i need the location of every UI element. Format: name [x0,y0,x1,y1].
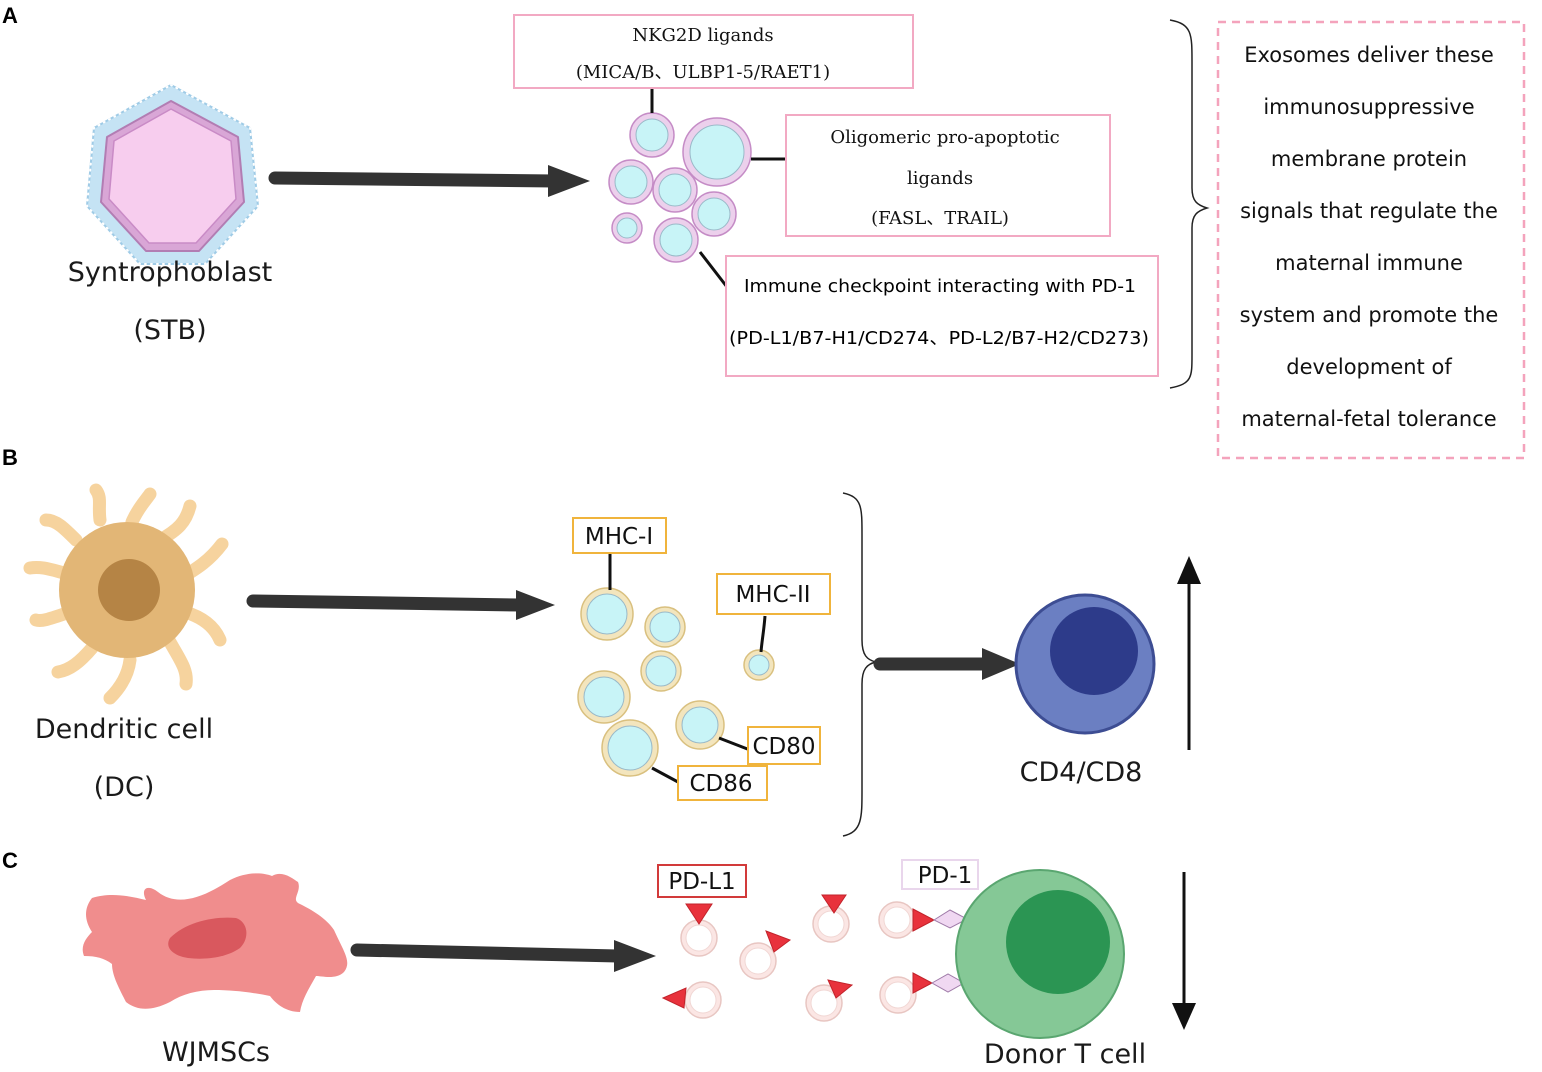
summary-line-8: maternal-fetal tolerance [1241,407,1496,431]
arrow-head-b [516,590,555,620]
exosome-vesicle [805,984,843,1022]
stb-name-label: Syntrophoblast [68,257,272,288]
pdl1-label: PD-L1 [668,869,735,895]
exosome-vesicle [812,905,850,943]
cd86-label-box: CD86 [677,765,768,801]
brace-b [842,492,877,837]
arrow-head-a [548,165,590,197]
mhc2-label-box: MHC-II [716,573,831,615]
dendritic-cell-icon [23,483,229,705]
cd80-label: CD80 [752,734,815,760]
nkg2d-detail: (MICA/B、ULBP1-5/RAET1) [576,62,830,83]
cd4-cd8-label: CD4/CD8 [1020,757,1143,788]
arrow-stb-to-exosomes [268,171,562,188]
syntrophoblast-cell-icon [85,83,260,265]
exosome-vesicle [878,901,916,939]
connector-cd86 [651,766,679,784]
pd-l1-ligands [661,894,936,1009]
summary-line-6: system and promote the [1240,303,1499,327]
pd-l1-triangle-icon [821,894,847,914]
connector-checkpoint [698,251,729,288]
exosome-cluster-b [577,587,775,777]
arrow-wjmsc-to-exosomes [350,943,625,963]
nkg2d-title: NKG2D ligands [632,25,773,46]
stb-abbr-label: (STB) [133,315,206,346]
exosome-vesicle [611,212,643,244]
mhc1-label-box: MHC-I [572,517,667,554]
summary-line-7: development of [1286,355,1452,379]
pd-l1-triangle-icon [912,908,936,932]
panel-a: A Syntrophoblast (STB) NKG2D ligands [2,3,1526,460]
apoptotic-title-2: ligands [907,168,973,189]
pdl1-label-box: PD-L1 [657,864,747,898]
exosome-vesicle [577,670,631,724]
brace-a [1169,19,1210,389]
summary-line-2: immunosuppressive [1263,95,1474,119]
exosome-vesicle [653,217,699,263]
panel-c: C WJMSCs [2,848,1196,1070]
exosome-cluster-a [608,112,752,263]
exosome-vesicle [652,167,698,213]
panel-b-letter: B [2,445,18,470]
summary-box: Exosomes deliver these immunosuppressive… [1216,20,1526,460]
nkg2d-ligands-box: NKG2D ligands (MICA/B、ULBP1-5/RAET1) [513,14,914,89]
panel-a-letter: A [2,3,18,28]
summary-line-4: signals that regulate the [1240,199,1498,223]
pd-l1-triangle-icon [765,930,792,953]
mhc2-label: MHC-II [735,582,810,608]
donor-t-cell-icon [955,869,1125,1039]
exosome-vesicle [608,159,654,205]
exosome-vesicle [629,112,675,158]
donor-t-cell-label: Donor T cell [984,1039,1146,1070]
connector-mhc2 [759,615,767,653]
apoptotic-title-1: Oligomeric pro-apoptotic [830,127,1059,148]
panel-b: B Dendritic cell (DC) [2,445,1201,837]
cd80-label-box: CD80 [747,726,821,765]
cd86-label: CD86 [689,771,752,797]
exosome-vesicle [680,919,718,957]
t-cell-cd4-cd8-icon [1014,593,1156,735]
exosome-vesicle [675,700,725,750]
summary-line-5: maternal immune [1275,251,1463,275]
decrease-arrow-head [1172,1003,1196,1030]
exosome-cluster-c [680,901,917,1022]
wjmsc-cell-icon [82,873,348,1012]
exosome-vesicle [743,649,775,681]
pd-l1-triangle-icon [685,903,713,925]
apoptotic-ligands-box: Oligomeric pro-apoptotic ligands (FASL、T… [785,114,1111,237]
exosome-vesicle [682,117,752,187]
exosome-vesicle [879,976,917,1014]
exosome-vesicle [580,587,634,641]
apoptotic-detail: (FASL、TRAIL) [871,208,1009,229]
mhc1-label: MHC-I [585,524,653,550]
summary-line-3: membrane protein [1271,147,1467,171]
arrow-head-c [614,940,656,972]
exosome-vesicle [601,719,659,777]
pd-l1-triangle-icon [912,972,934,994]
exosome-vesicle [640,650,682,692]
exosome-vesicle [644,606,686,648]
arrow-dc-to-exosomes [246,594,527,612]
pd-l1-triangle-icon [661,987,687,1009]
increase-arrow-head [1177,556,1201,584]
exosome-vesicle [739,942,777,980]
immune-checkpoint-box: Immune checkpoint interacting with PD-1 … [725,255,1159,377]
dc-abbr-label: (DC) [94,772,155,803]
wjmsc-label: WJMSCs [162,1037,270,1068]
panel-c-letter: C [2,848,18,873]
pd1-label: PD-1 [918,863,973,889]
exosome-vesicle [691,191,737,237]
checkpoint-detail: (PD-L1/B7-H1/CD274、PD-L2/B7-H2/CD273) [729,328,1149,349]
checkpoint-title: Immune checkpoint interacting with PD-1 [744,276,1136,297]
summary-line-1: Exosomes deliver these [1244,43,1494,67]
connector-cd80 [718,736,751,752]
pd1-label-box: PD-1 [901,859,979,890]
dc-name-label: Dendritic cell [35,714,213,745]
arrow-head-b2 [982,648,1020,680]
pd-l1-triangle-icon [827,979,854,999]
exosome-vesicle [684,981,722,1019]
